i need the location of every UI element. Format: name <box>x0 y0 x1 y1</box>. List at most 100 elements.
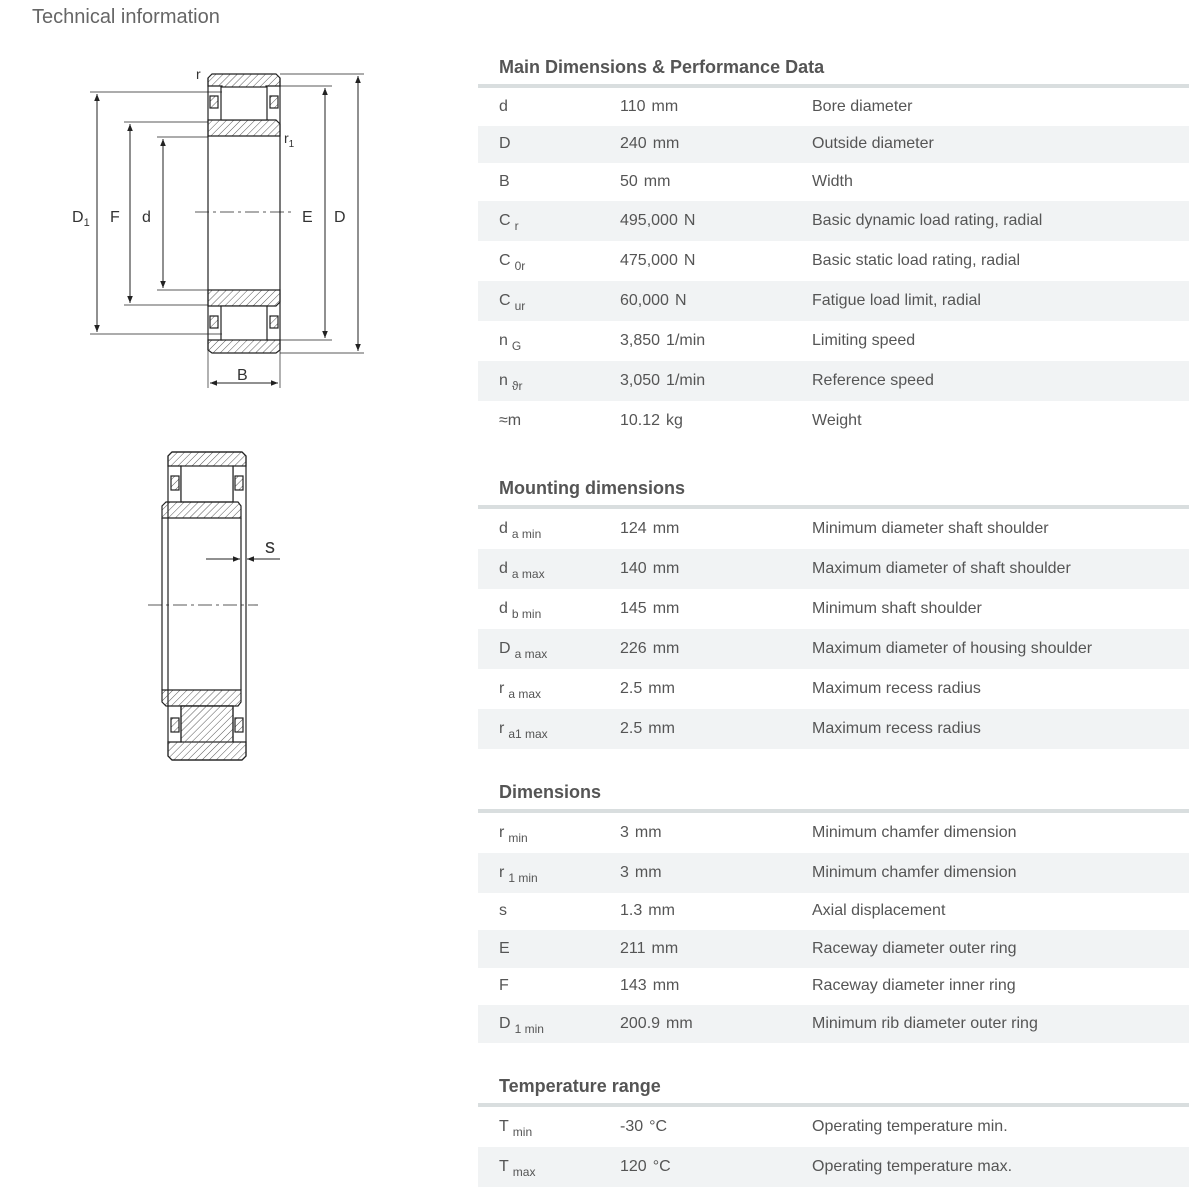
value: 60,000 <box>620 291 669 309</box>
value: 1.3 <box>620 902 643 920</box>
description: Limiting speed <box>812 331 916 349</box>
label-D: D <box>334 209 346 226</box>
value: 124 <box>620 519 647 537</box>
value: 143 <box>620 977 647 995</box>
unit: mm <box>648 679 675 697</box>
symbol: D <box>499 135 511 153</box>
symbol-subscript: 1 min <box>508 870 538 885</box>
value: 110 <box>620 97 646 115</box>
value-cell: 475,000 N <box>620 252 812 270</box>
description: Minimum chamfer dimension <box>812 823 1017 841</box>
symbol: r <box>499 823 505 841</box>
displacement-drawing <box>148 451 280 761</box>
label-d: d <box>142 209 151 226</box>
unit: mm <box>652 639 680 657</box>
description: Raceway diameter inner ring <box>812 977 1016 995</box>
label-F: F <box>110 209 120 226</box>
symbol: n <box>499 331 508 349</box>
unit: °C <box>652 1157 671 1175</box>
unit: N <box>683 211 696 229</box>
description: Bore diameter <box>812 97 913 115</box>
symbol-subscript: ur <box>514 298 526 313</box>
value: 10.12 <box>620 411 661 429</box>
symbol: B <box>499 172 510 190</box>
description: Operating temperature max. <box>812 1157 1013 1175</box>
unit: mm <box>651 97 679 115</box>
unit: mm <box>648 719 675 737</box>
value-cell: 3 mm <box>620 824 812 842</box>
value: 2.5 <box>620 719 643 737</box>
symbol: E <box>499 939 510 957</box>
unit: N <box>683 251 696 269</box>
value-cell: 120 °C <box>620 1158 812 1176</box>
unit: kg <box>666 411 683 429</box>
description: Minimum chamfer dimension <box>812 863 1017 881</box>
section-title: Main Dimensions & Performance Data <box>478 44 1189 88</box>
unit: mm <box>652 135 680 153</box>
symbol: T <box>499 1117 509 1135</box>
unit: mm <box>651 939 679 957</box>
label-E: E <box>302 209 313 226</box>
section-title: Mounting dimensions <box>478 465 1189 509</box>
value: 475,000 <box>620 251 678 269</box>
symbol-cell: F <box>478 977 620 995</box>
value: 3 <box>620 863 629 881</box>
value: 140 <box>620 559 647 577</box>
description: Maximum diameter of shaft shoulder <box>812 559 1071 577</box>
symbol-cell: s <box>478 902 620 920</box>
value-cell: 2.5 mm <box>620 720 812 738</box>
value: 120 <box>620 1157 647 1175</box>
value: 3 <box>620 823 629 841</box>
symbol: C <box>499 291 511 309</box>
description: Maximum recess radius <box>812 719 981 737</box>
label-B: B <box>237 367 248 384</box>
symbol: d <box>499 559 508 577</box>
symbol: n <box>499 371 508 389</box>
unit: mm <box>652 599 680 617</box>
label-s: s <box>265 536 275 558</box>
label-r: r <box>196 66 201 82</box>
symbol-cell: B <box>478 173 620 191</box>
symbol: r <box>499 719 505 737</box>
symbol: d <box>499 519 508 537</box>
section-title: Dimensions <box>478 769 1189 813</box>
symbol: d <box>499 599 508 617</box>
symbol: F <box>499 977 509 995</box>
symbol-subscript: r <box>514 218 519 233</box>
description: Maximum diameter of housing shoulder <box>812 639 1093 657</box>
symbol-cell: ≈m <box>478 412 620 430</box>
unit: mm <box>634 823 662 841</box>
symbol-subscript: a max <box>514 646 548 661</box>
value: 3,050 <box>620 371 661 389</box>
value: 2.5 <box>620 679 643 697</box>
